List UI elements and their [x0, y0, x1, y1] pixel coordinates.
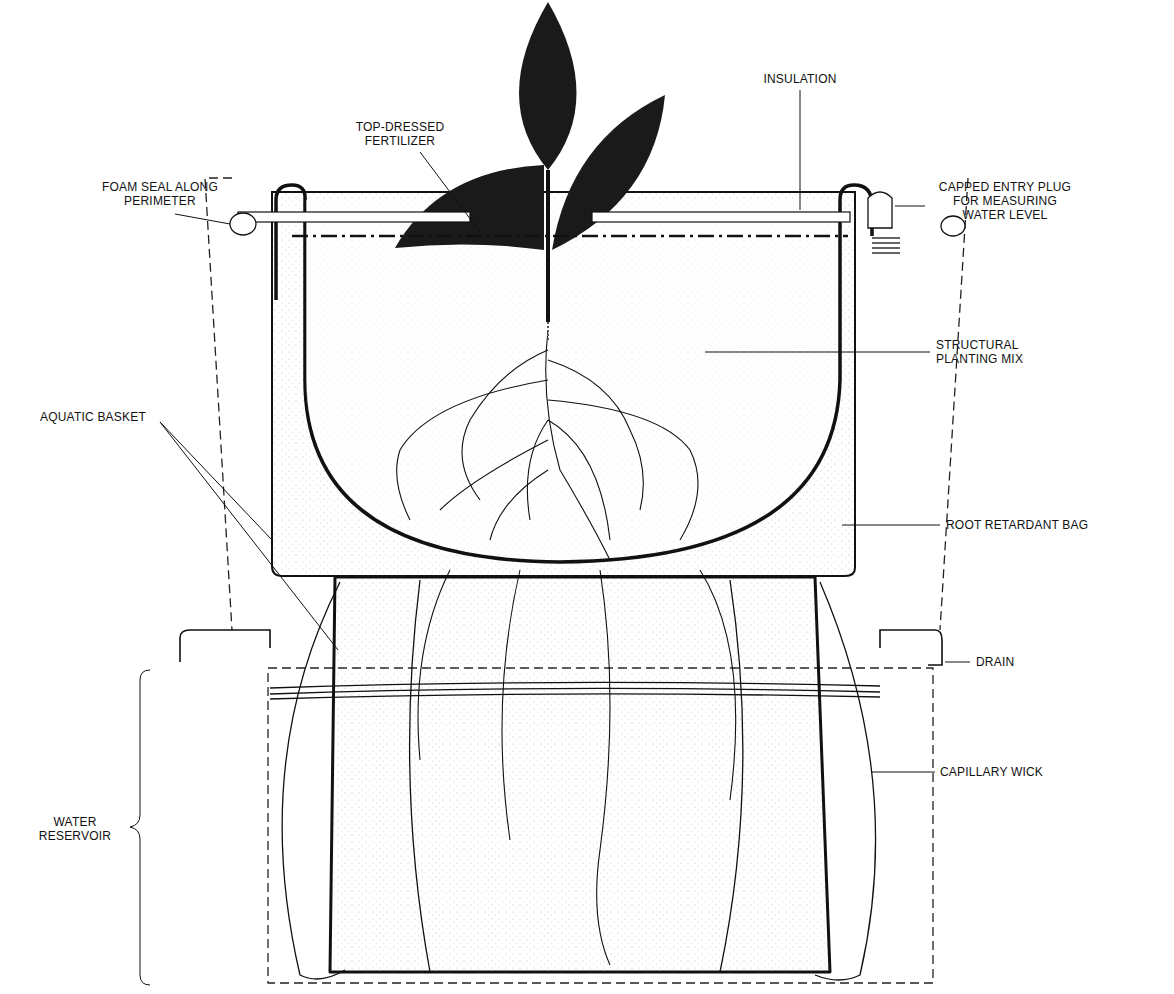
part-label: TOP-DRESSED FERTILIZER: [345, 120, 455, 148]
part-label: FOAM SEAL ALONG PERIMETER: [90, 180, 230, 208]
part-label: DRAIN: [976, 655, 1056, 669]
part-label: WATER RESERVOIR: [25, 815, 125, 843]
leaf: [552, 95, 665, 250]
fertilizer-layer: [292, 235, 848, 238]
stem: [546, 170, 550, 322]
foam-seal: [941, 216, 965, 236]
insulation: [592, 212, 850, 222]
part-label: CAPILLARY WICK: [940, 765, 1140, 779]
lower-basket: [330, 577, 830, 972]
entry-plug: [868, 192, 900, 253]
part-label: STRUCTURAL PLANTING MIX: [936, 338, 1046, 366]
capillary-wick: [270, 580, 880, 980]
leaf: [519, 2, 577, 170]
stem: [547, 322, 549, 340]
foam-seal: [230, 213, 256, 235]
insulation: [238, 212, 470, 222]
part-label: AQUATIC BASKET: [40, 410, 180, 424]
roots: [397, 330, 736, 965]
part-label: CAPPED ENTRY PLUG FOR MEASURING WATER LE…: [930, 180, 1080, 222]
container-outline: [205, 178, 968, 983]
leader-line: [130, 90, 970, 985]
planting-mix: [306, 200, 837, 558]
part-label: ROOT RETARDANT BAG: [946, 518, 1146, 532]
part-label: INSULATION: [755, 72, 845, 86]
root-retardant-bag: [276, 185, 872, 562]
upper-basket: [272, 192, 855, 576]
